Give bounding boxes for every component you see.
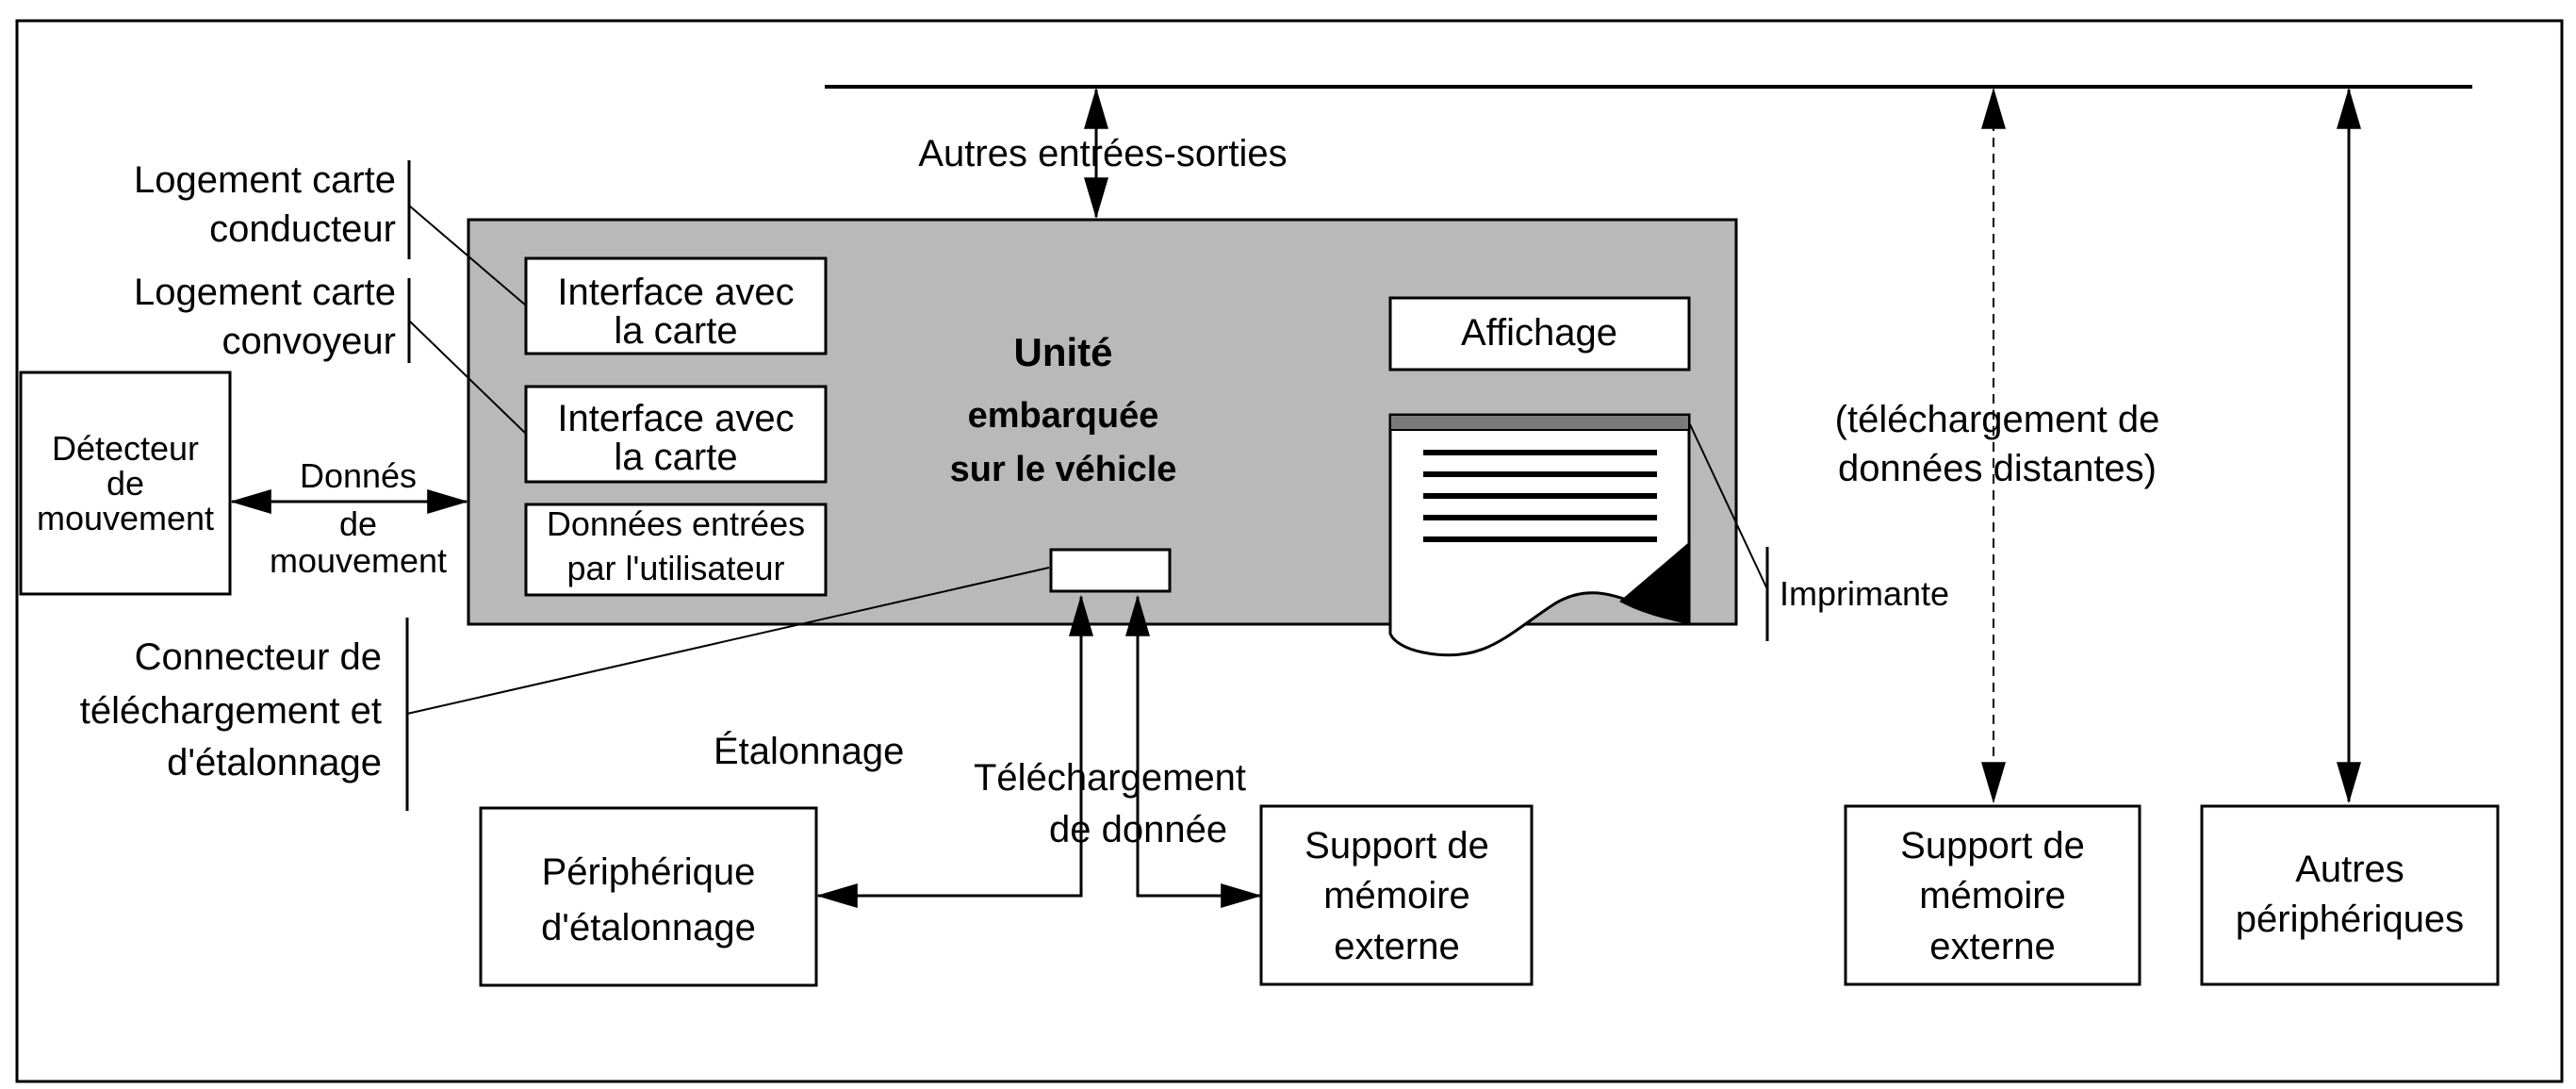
display-label: Affichage <box>1461 312 1617 354</box>
ext-memory-2-line-1: Support de <box>1900 825 2085 866</box>
motion-data-line-3: mouvement <box>270 541 447 580</box>
ext-memory-2-line-3: externe <box>1929 926 2055 967</box>
motion-sensor-line-1: Détecteur <box>52 429 199 468</box>
remote-download-line-1: (téléchargement de <box>1835 399 2160 440</box>
user-input-box <box>524 503 828 597</box>
other-peripherals-line-2: périphériques <box>2236 899 2464 940</box>
driver-slot-leader <box>408 205 527 306</box>
connector-leader <box>406 567 1050 715</box>
ext-memory-1-line-3: externe <box>1334 926 1459 967</box>
printer-icon <box>1388 413 1691 657</box>
driver-slot-line-1: Logement carte <box>134 159 396 201</box>
connector-line-3: d'étalonnage <box>167 742 382 784</box>
motion-data-line-2: de <box>339 504 377 543</box>
download-line-1: Téléchargement <box>974 757 1246 799</box>
calibration-label: Étalonnage <box>714 730 904 772</box>
motion-sensor-line-3: mouvement <box>37 499 214 537</box>
download-line-2: de donnée <box>1049 809 1227 850</box>
ext-memory-1-box <box>1259 804 1534 986</box>
outer-frame <box>15 19 2564 1083</box>
other-peripherals-box <box>2200 804 2500 986</box>
user-input-line-2: par l'utilisateur <box>567 549 785 587</box>
motion-sensor-line-2: de <box>107 464 144 503</box>
motion-data-line-1: Donnés <box>300 456 417 495</box>
printer-leader <box>1688 421 1768 590</box>
vu-title-line-1: Unité <box>1014 330 1113 374</box>
calibration-device-line-2: d'étalonnage <box>541 907 756 949</box>
printer-label: Imprimante <box>1780 574 1949 613</box>
display-box <box>1388 296 1691 371</box>
connector-box <box>1049 548 1172 593</box>
ext-memory-2-line-2: mémoire <box>1919 875 2066 916</box>
ext-memory-2-box <box>1844 804 2141 986</box>
user-input-line-1: Données entrées <box>547 504 805 543</box>
card-interface-1-box <box>524 256 828 355</box>
card-interface-1-line-2: la carte <box>614 310 737 352</box>
codriver-slot-line-1: Logement carte <box>134 272 396 313</box>
motion-sensor-box <box>19 371 232 596</box>
vu-title-line-3: sur le véhicle <box>950 450 1177 489</box>
calibration-device-line-1: Périphérique <box>542 851 756 893</box>
card-interface-1-line-1: Interface avec <box>557 272 794 313</box>
other-peripherals-line-1: Autres <box>2295 849 2404 890</box>
connector-line-1: Connecteur de <box>135 636 382 678</box>
ext-memory-1-line-2: mémoire <box>1323 875 1470 916</box>
codriver-slot-leader <box>408 320 527 435</box>
remote-download-line-2: données distantes) <box>1838 448 2157 489</box>
codriver-slot-line-2: convoyeur <box>222 321 396 362</box>
calibration-device-box <box>479 806 818 987</box>
card-interface-2-line-2: la carte <box>614 437 737 478</box>
card-interface-2-line-1: Interface avec <box>557 398 794 439</box>
card-interface-2-box <box>524 385 828 484</box>
other-io-label: Autres entrées-sorties <box>918 133 1287 174</box>
calibration-arrow <box>815 594 1093 908</box>
connector-line-2: téléchargement et <box>80 690 382 732</box>
vu-title-line-2: embarquée <box>968 396 1159 436</box>
ext-memory-1-line-1: Support de <box>1304 825 1489 866</box>
driver-slot-line-2: conducteur <box>209 208 396 250</box>
download-arrow <box>1125 594 1263 908</box>
